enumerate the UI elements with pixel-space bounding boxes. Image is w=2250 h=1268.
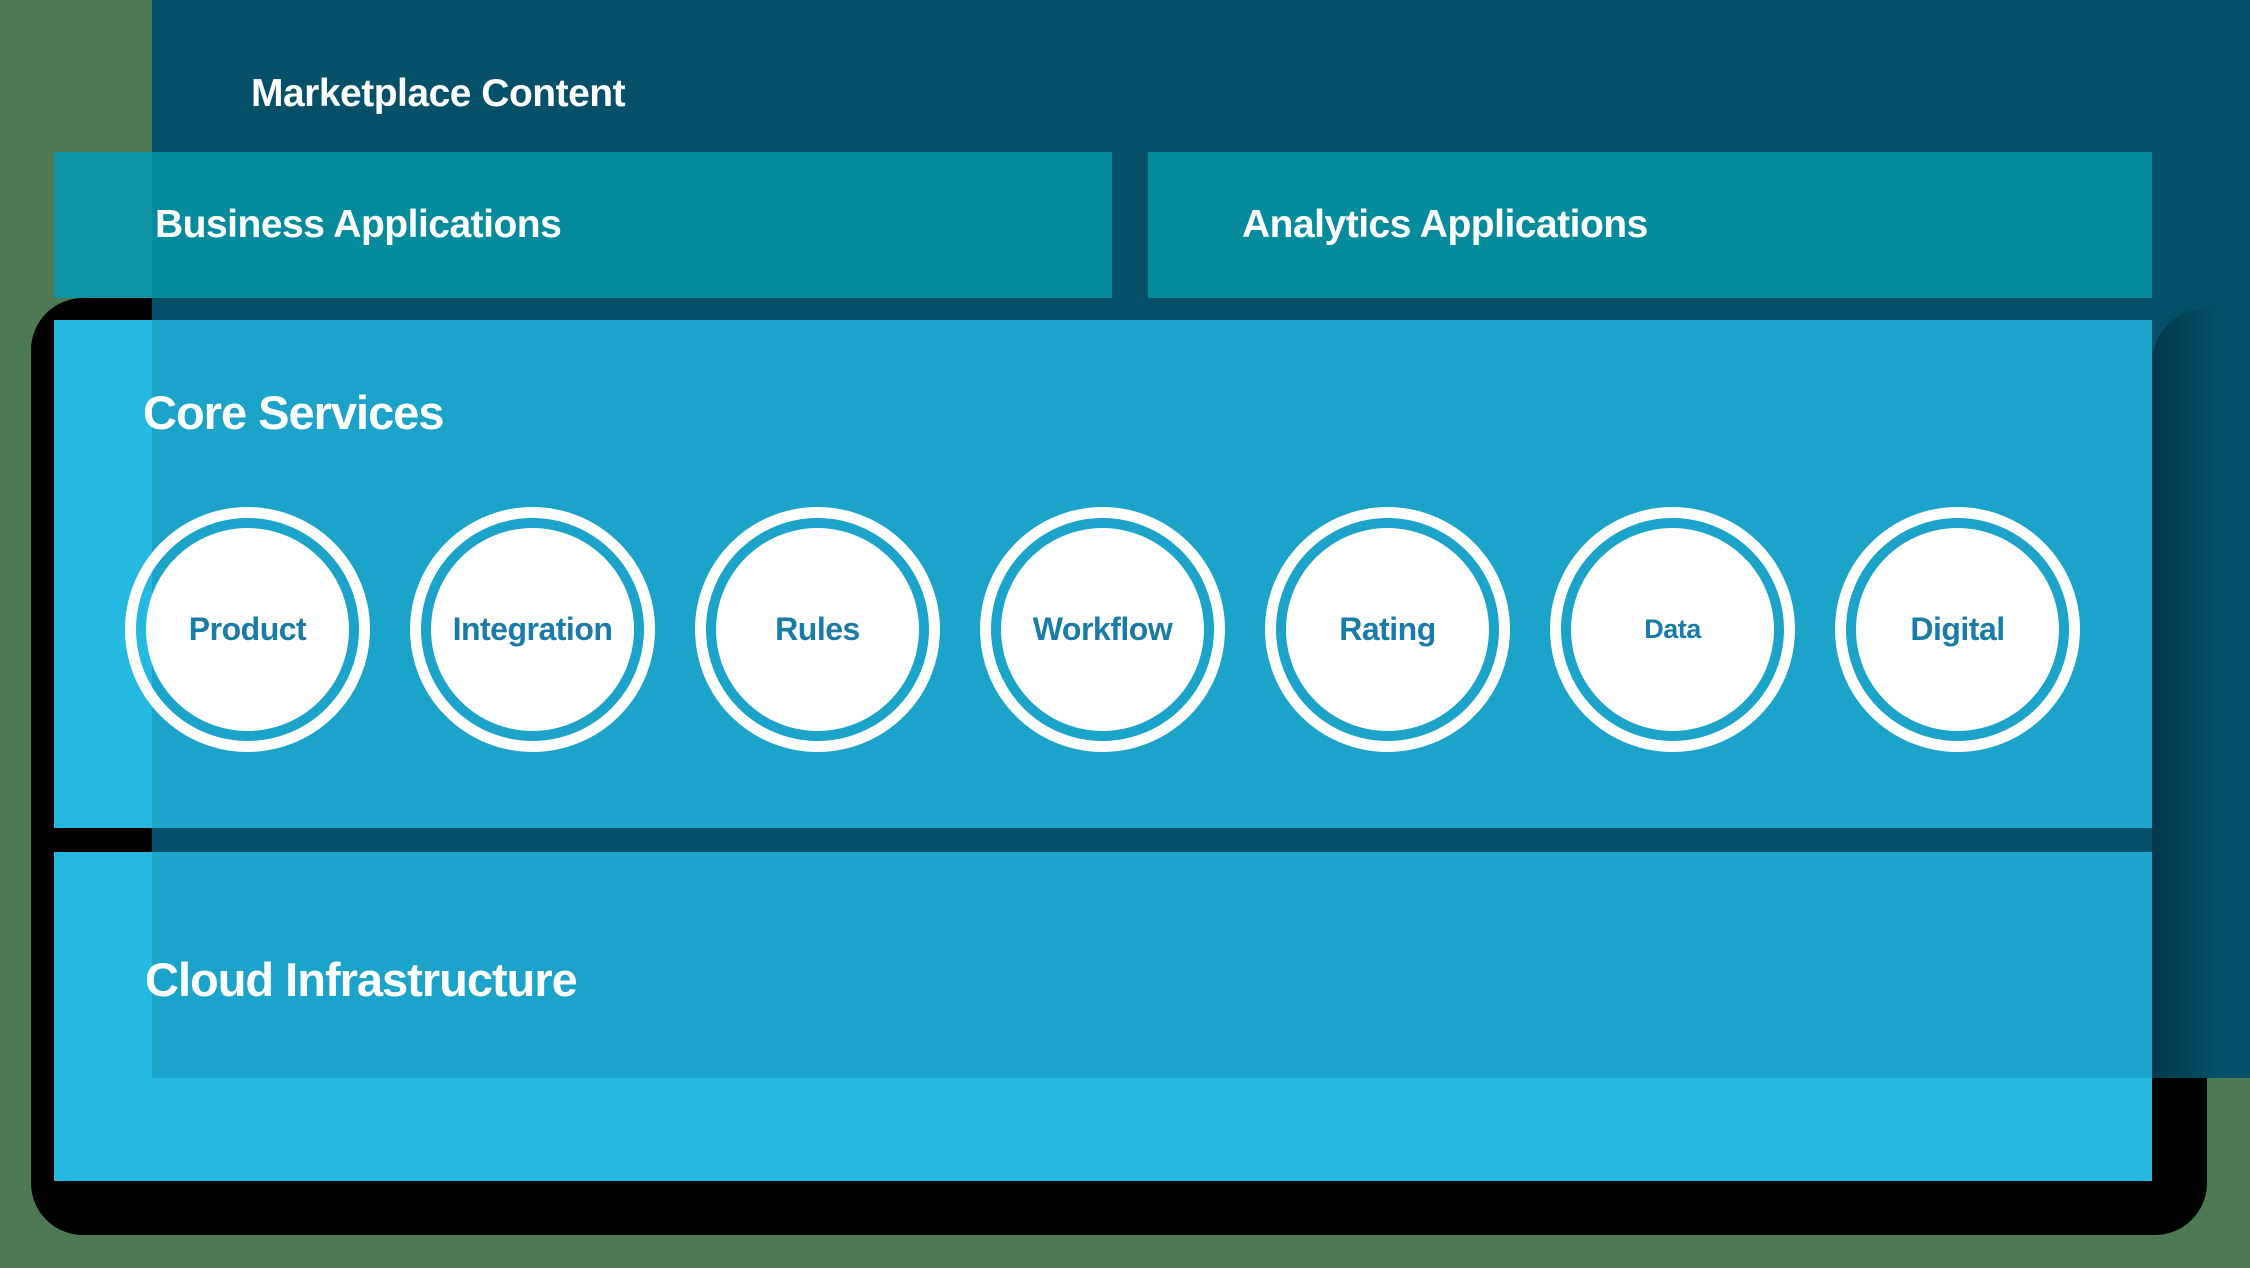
service-label-rating: Rating	[1339, 611, 1436, 647]
marketplace-content-title: Marketplace Content	[251, 72, 626, 115]
service-label-rules: Rules	[775, 611, 860, 647]
service-circle-product: Product	[125, 507, 370, 752]
core-services-panel: Core Services Product Integration Rules …	[54, 320, 2152, 828]
service-circle-data: Data	[1550, 507, 1795, 752]
service-circle-workflow: Workflow	[980, 507, 1225, 752]
analytics-applications-label: Analytics Applications	[1242, 203, 1648, 246]
service-circle-rating-inner: Rating	[1286, 528, 1489, 731]
service-label-digital: Digital	[1910, 611, 2005, 647]
service-label-product: Product	[188, 611, 307, 647]
service-circle-digital-inner: Digital	[1856, 528, 2059, 731]
core-services-title: Core Services	[143, 386, 445, 439]
service-circle-product-inner: Product	[146, 528, 349, 731]
business-bar-overhang-tint	[54, 152, 152, 298]
service-circle-rating: Rating	[1265, 507, 1510, 752]
service-label-integration: Integration	[452, 611, 613, 647]
analytics-applications-bar: Analytics Applications	[1148, 152, 2152, 298]
cloud-infrastructure-title: Cloud Infrastructure	[145, 953, 578, 1006]
service-label-workflow: Workflow	[1032, 611, 1173, 647]
service-circle-digital: Digital	[1835, 507, 2080, 752]
service-circle-rules-inner: Rules	[716, 528, 919, 731]
core-panel-overhang-tint	[54, 320, 152, 828]
cloud-infrastructure-panel: Cloud Infrastructure	[54, 852, 2152, 1181]
service-circle-workflow-inner: Workflow	[1001, 528, 1204, 731]
cloud-panel-navy-backed-region	[152, 852, 2152, 1078]
service-label-data: Data	[1644, 614, 1701, 644]
service-circle-integration-inner: Integration	[431, 528, 634, 731]
core-services-circles: Product Integration Rules Workflow	[125, 507, 2080, 752]
panel-soft-shadow	[2152, 308, 2218, 1078]
service-circle-integration: Integration	[410, 507, 655, 752]
business-applications-label: Business Applications	[155, 203, 562, 246]
service-circle-rules: Rules	[695, 507, 940, 752]
service-circle-data-inner: Data	[1571, 528, 1774, 731]
business-applications-bar: Business Applications	[54, 152, 1112, 298]
